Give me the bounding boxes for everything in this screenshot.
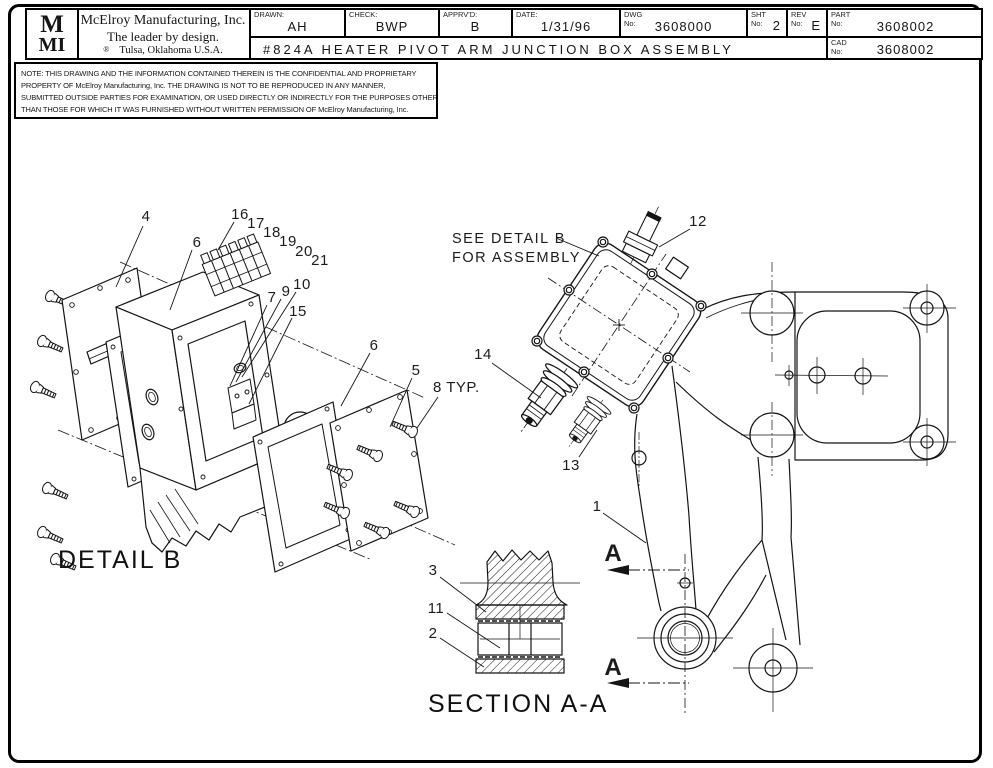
callout-7: 7 xyxy=(268,289,277,306)
detail-b-leaders xyxy=(115,221,439,429)
callout-15: 15 xyxy=(289,303,307,320)
note-line-2: PROPERTY OF McElroy Manufacturing, Inc. … xyxy=(21,81,386,90)
pivot-arm-link xyxy=(631,365,801,653)
registered-mark: ® xyxy=(103,45,110,54)
field-check: CHECK: BWP xyxy=(344,10,438,38)
proprietary-note: NOTE: THIS DRAWING AND THE INFORMATION C… xyxy=(14,62,438,119)
logo-letter-m: M xyxy=(40,11,64,39)
callout-6-front: 6 xyxy=(193,234,202,251)
main-view-leaders xyxy=(491,228,691,544)
callout-13: 13 xyxy=(562,457,580,474)
callout-2: 2 xyxy=(429,625,438,642)
sheet-border xyxy=(8,4,982,763)
company-tagline: The leader by design. xyxy=(107,29,219,44)
lower-boss xyxy=(733,628,813,712)
exploded-view-detail-b: 4 6 16 17 18 19 20 21 7 9 10 15 6 5 8 TY… xyxy=(28,206,480,574)
callout-21: 21 xyxy=(311,252,329,269)
company-info: McElroy Manufacturing, Inc. The leader b… xyxy=(77,10,249,58)
callout-20: 20 xyxy=(295,243,313,260)
toggle-switch xyxy=(227,378,257,430)
callout-3: 3 xyxy=(429,562,438,579)
side-tab xyxy=(665,256,689,280)
pivot-hub xyxy=(637,554,733,714)
callout-12: 12 xyxy=(689,213,707,230)
callout-9: 9 xyxy=(282,283,291,300)
callout-8-typ: 8 TYP. xyxy=(433,379,480,396)
section-marker-top: A xyxy=(604,540,621,567)
see-detail-line1: SEE DETAIL B xyxy=(452,231,566,247)
field-date: DATE: 1/31/96 xyxy=(511,10,619,38)
company-location: ®Tulsa, Oklahoma U.S.A. xyxy=(103,45,223,56)
break-hatching xyxy=(149,488,199,544)
section-marker-bottom: A xyxy=(604,654,621,681)
section-cut-marks xyxy=(607,565,689,688)
callout-16: 16 xyxy=(231,206,249,223)
detail-b-callouts: 4 6 16 17 18 19 20 21 7 9 10 15 6 5 8 TY… xyxy=(58,206,480,574)
main-view-texts: SEE DETAIL B FOR ASSEMBLY 12 14 13 1 A A xyxy=(452,213,707,681)
section-leaders xyxy=(439,576,501,668)
main-assembly-view: SEE DETAIL B FOR ASSEMBLY 12 14 13 1 A A xyxy=(452,204,956,714)
note-line-4: THAN THOSE FOR WHICH IT WAS FURNISHED WI… xyxy=(21,105,409,114)
company-logo: M MI xyxy=(27,10,79,58)
callout-18: 18 xyxy=(263,224,281,241)
callout-10: 10 xyxy=(293,276,311,293)
junction-box-installed xyxy=(503,204,707,458)
callout-1: 1 xyxy=(593,498,602,515)
field-drawn: DRAWN: AH xyxy=(249,10,344,38)
title-block: M MI McElroy Manufacturing, Inc. The lea… xyxy=(25,8,983,60)
section-a-a-label: SECTION A-A xyxy=(428,690,608,718)
flange-2-section xyxy=(475,658,565,674)
logo-letter-mi: MI xyxy=(38,33,66,56)
callout-5: 5 xyxy=(412,362,421,379)
pivot-arm-plate xyxy=(675,262,956,476)
fitting-12 xyxy=(621,204,662,265)
company-name: McElroy Manufacturing, Inc. xyxy=(80,13,246,28)
drawing-title: #824A HEATER PIVOT ARM JUNCTION BOX ASSE… xyxy=(249,36,826,58)
plate-centerlines xyxy=(741,262,956,476)
lid-screws xyxy=(531,236,707,414)
callout-11: 11 xyxy=(428,600,445,617)
threaded-side-holes xyxy=(141,388,159,441)
note-line-1: NOTE: THIS DRAWING AND THE INFORMATION C… xyxy=(21,69,417,78)
callout-19: 19 xyxy=(279,233,297,250)
field-apprvd: APPRV'D: B xyxy=(438,10,511,38)
callout-4: 4 xyxy=(142,208,151,225)
detail-b-label: DETAIL B xyxy=(58,546,182,574)
callout-14: 14 xyxy=(474,346,492,363)
see-detail-line2: FOR ASSEMBLY xyxy=(452,250,581,266)
callout-6-rear: 6 xyxy=(370,337,379,354)
terminal-block xyxy=(200,233,272,297)
callout-17: 17 xyxy=(247,215,265,232)
note-line-3: SUBMITTED OUTSIDE PARTIES FOR EXAMINATIO… xyxy=(21,93,438,102)
arm-stub-section xyxy=(475,549,568,606)
section-a-a-view: 3 11 2 SECTION A-A xyxy=(428,549,608,718)
